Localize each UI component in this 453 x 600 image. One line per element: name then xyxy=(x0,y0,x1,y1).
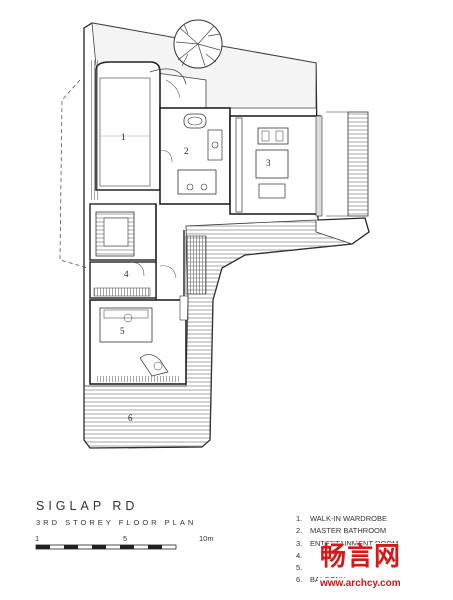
legend-number: 3. xyxy=(296,538,303,548)
watermark-logo: 畅言网 xyxy=(320,542,402,572)
room-6-balcony xyxy=(83,219,353,449)
drawing-title: SIGLAP RD xyxy=(36,499,139,513)
room-label-2: 2 xyxy=(184,146,189,156)
tree-symbol xyxy=(173,19,223,69)
legend-number: 5. xyxy=(296,563,303,573)
room-1-wardrobe xyxy=(90,60,187,200)
room-4 xyxy=(89,261,157,299)
legend-label: WALK-IN WARDROBE xyxy=(310,514,387,523)
watermark: 畅言网 www.archcy.com xyxy=(298,534,448,596)
legend-number: 6. xyxy=(296,575,303,585)
legend-item: 2. MASTER BATHROOM xyxy=(296,525,446,537)
scale-label-5: 5 xyxy=(123,534,128,543)
door-swing xyxy=(165,79,181,99)
drawing-subtitle: 3RD STOREY FLOOR PLAN xyxy=(36,518,197,527)
stair-core xyxy=(89,203,185,300)
legend-item: 1. WALK-IN WARDROBE xyxy=(296,513,446,525)
external-stair xyxy=(326,111,369,217)
room-5-bedroom xyxy=(89,295,189,385)
scale-label-10m: 10m xyxy=(199,534,214,543)
room-label-4: 4 xyxy=(124,269,129,279)
room-3-entertainment-room xyxy=(229,115,323,217)
room-2-master-bathroom xyxy=(159,107,231,205)
legend-item: 5. xyxy=(296,562,446,574)
legend-number: 1. xyxy=(296,514,303,523)
roof-dashed-line xyxy=(59,79,89,269)
room-label-5: 5 xyxy=(120,326,125,336)
legend-item: 3. ENTERTAINMENT ROOM xyxy=(296,538,446,550)
scale-bar xyxy=(35,544,177,550)
room-label-1: 1 xyxy=(121,132,126,142)
watermark-url: www.archcy.com xyxy=(318,578,403,589)
room-label-3: 3 xyxy=(266,158,271,168)
scale-label-1: 1 xyxy=(35,534,40,543)
legend-item: 4. xyxy=(296,550,446,562)
legend-number: 4. xyxy=(296,550,303,560)
room-label-6: 6 xyxy=(128,413,133,423)
legend-number: 2. xyxy=(296,526,303,536)
legend-label: MASTER BATHROOM xyxy=(310,526,387,536)
legend-label: ENTERTAINMENT ROOM xyxy=(310,538,399,548)
